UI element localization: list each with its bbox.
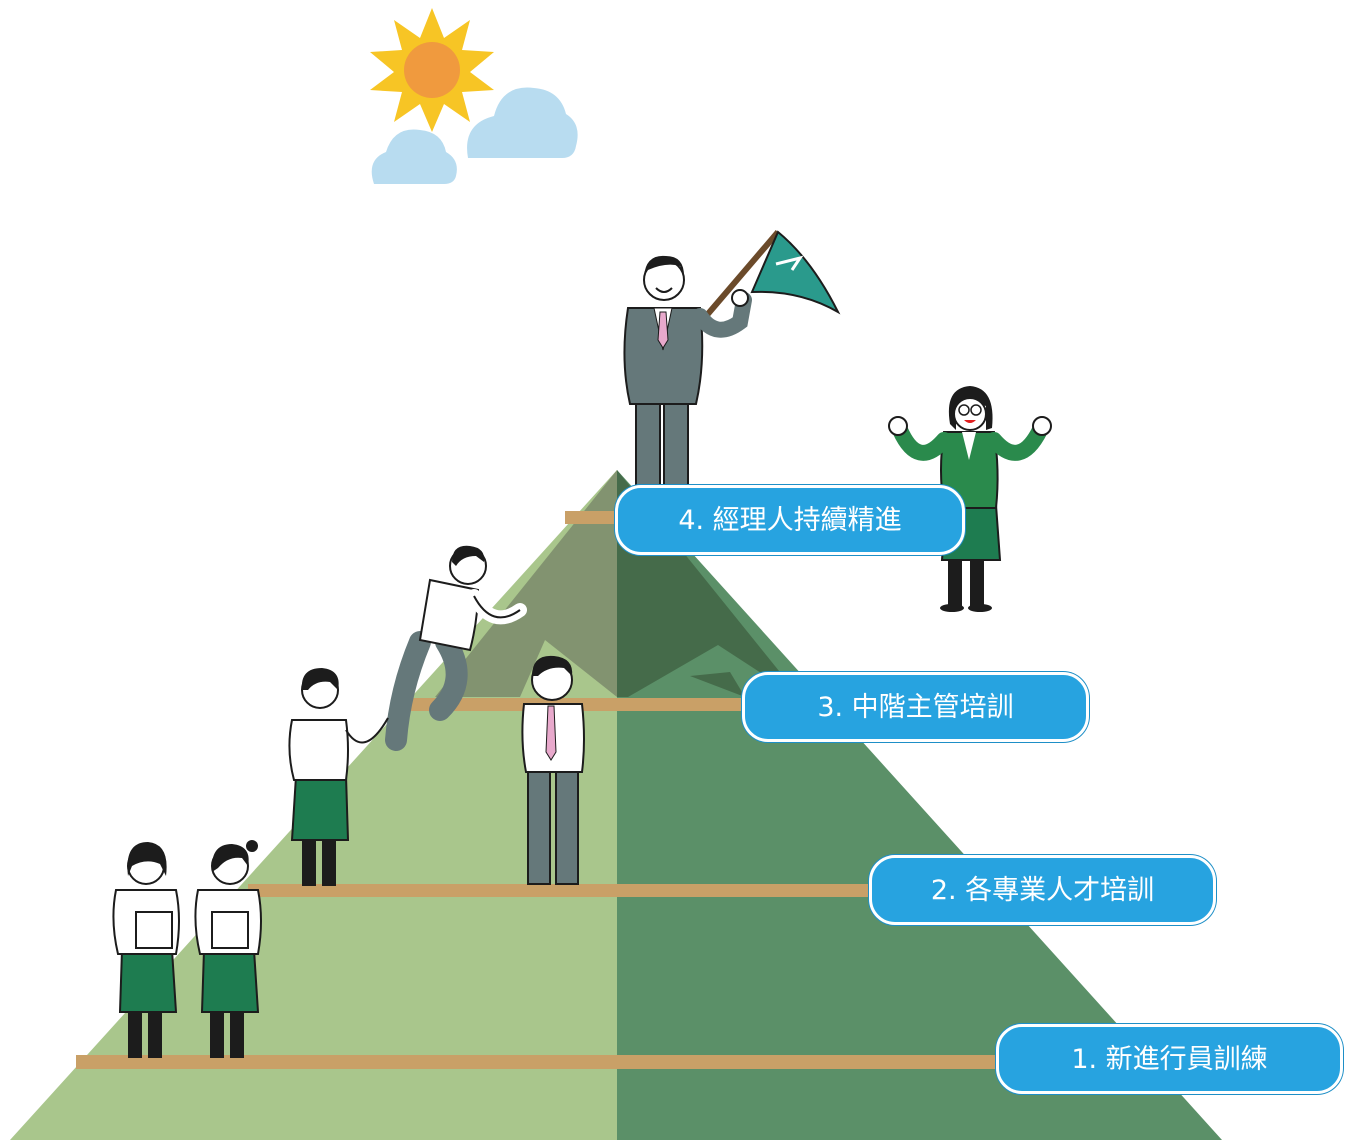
sun-icon — [370, 8, 494, 132]
cloud-icon — [467, 87, 578, 158]
bird-logo-icon — [775, 255, 804, 271]
level-2-label: 2. 各專業人才培訓 — [869, 855, 1216, 925]
cloud-small-icon — [371, 129, 457, 184]
male-specialist-figure — [521, 655, 585, 885]
level-1-label: 1. 新進行員訓練 — [996, 1024, 1343, 1094]
level-4-label: 4. 經理人持續精進 — [615, 485, 965, 555]
climbing-man-figure — [385, 545, 527, 751]
female-specialist-figure — [288, 668, 389, 886]
level-3-label: 3. 中階主管培訓 — [742, 672, 1089, 742]
flag-icon — [750, 230, 841, 315]
new-employee-figure-1 — [112, 842, 180, 1058]
manager-with-flag-figure — [623, 230, 841, 497]
new-employee-figure-2 — [194, 840, 262, 1058]
